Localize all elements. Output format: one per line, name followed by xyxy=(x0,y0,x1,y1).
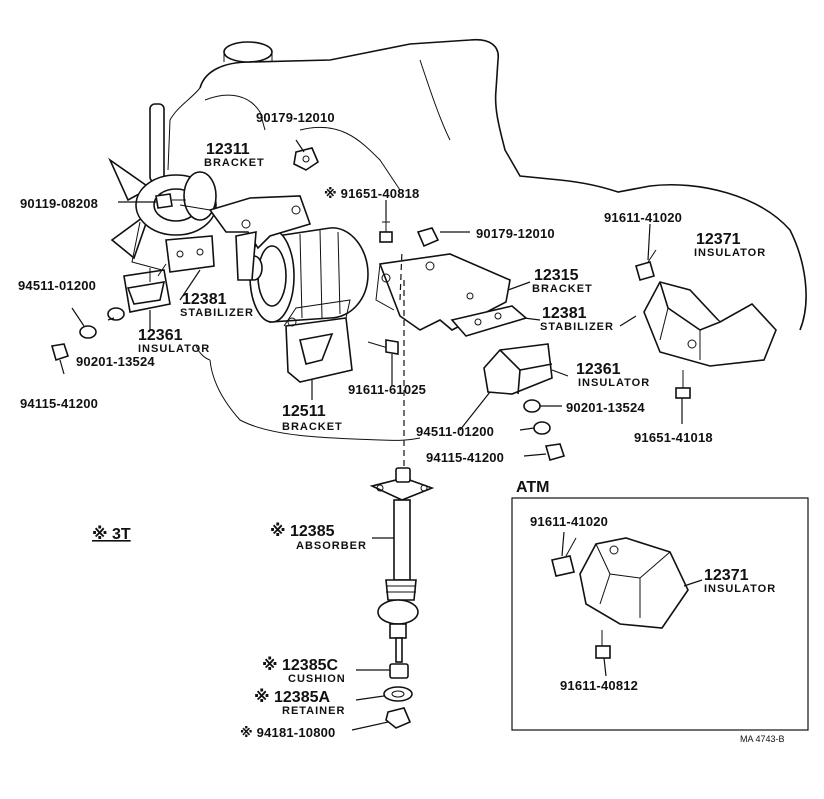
label-94181: ※ 94181-10800 xyxy=(240,725,335,740)
insulator-12371 xyxy=(643,281,777,367)
label-12361-left: 12361 xyxy=(138,327,183,344)
label-91611-61025: 91611-61025 xyxy=(348,382,426,397)
variant-mark-3t: ※ 3T xyxy=(92,525,131,543)
washer-90201-left xyxy=(107,307,125,321)
label-94115-left: 94115-41200 xyxy=(20,396,98,411)
label-atm-91611-40812: 91611-40812 xyxy=(560,678,638,693)
label-12385C-name: CUSHION xyxy=(288,673,346,685)
nut-94115-left xyxy=(50,343,70,362)
nut-94181 xyxy=(385,707,412,729)
bolt-91651-41018 xyxy=(675,370,691,399)
label-12385C: ※ 12385C xyxy=(262,656,338,674)
label-91651-41018: 91651-41018 xyxy=(634,430,713,445)
label-12311-name: BRACKET xyxy=(204,157,265,169)
insulator-12361-right xyxy=(483,343,553,395)
absorber-12385 xyxy=(369,467,435,663)
atm-insulator-12371 xyxy=(579,537,689,629)
oil-filler-cap xyxy=(223,41,273,63)
leader-lines xyxy=(59,139,703,731)
label-91611-41020: 91611-41020 xyxy=(604,210,682,225)
label-91651-40818: ※ 91651-40818 xyxy=(324,186,419,201)
label-12381-right-name: STABILIZER xyxy=(540,321,614,333)
washer-94511-left xyxy=(79,325,97,339)
label-atm-12371: 12371 xyxy=(704,567,749,584)
bolt-91611-41020 xyxy=(635,249,657,281)
insulator-12361-left xyxy=(123,263,171,313)
engine-block-outline xyxy=(167,38,807,441)
label-12381-right: 12381 xyxy=(542,305,587,322)
footer-code: MA 4743-B xyxy=(740,734,785,744)
label-12315: 12315 xyxy=(534,267,579,284)
label-12361-right-name: INSULATOR xyxy=(578,377,650,389)
bolt-91651-40818 xyxy=(379,220,393,243)
label-12511-name: BRACKET xyxy=(282,421,343,433)
label-12371-name: INSULATOR xyxy=(694,247,766,259)
part-labels: 90179-12010 12311 BRACKET ※ 91651-40818 … xyxy=(18,110,785,744)
fan-pulley-assembly xyxy=(108,103,217,271)
fasteners xyxy=(50,147,691,461)
label-90201-right: 90201-13524 xyxy=(566,400,645,415)
label-90179-top: 90179-12010 xyxy=(256,110,335,125)
label-12385: ※ 12385 xyxy=(270,522,335,540)
label-12381-left: 12381 xyxy=(182,291,227,308)
label-12381-left-name: STABILIZER xyxy=(180,307,254,319)
nut-94115-right xyxy=(544,443,566,461)
retainer-12385A xyxy=(383,686,413,702)
label-12511: 12511 xyxy=(282,403,326,420)
nut-90179-top xyxy=(293,147,319,171)
washer-94511-right xyxy=(533,421,551,435)
cushion-12385C xyxy=(389,663,409,679)
label-94511-right: 94511-01200 xyxy=(416,424,494,439)
bolt-91611-61025 xyxy=(367,339,399,355)
label-90201-left: 90201-13524 xyxy=(76,354,155,369)
assembly-lines xyxy=(399,249,405,472)
label-94511-left: 94511-01200 xyxy=(18,278,96,293)
stabilizer-12381-left xyxy=(165,235,215,273)
label-90179-mid: 90179-12010 xyxy=(476,226,555,241)
label-90119: 90119-08208 xyxy=(20,196,98,211)
label-atm-91611-41020: 91611-41020 xyxy=(530,514,608,529)
label-12361-right: 12361 xyxy=(576,361,621,378)
atm-title: ATM xyxy=(516,479,549,496)
bracket-12311 xyxy=(179,195,312,281)
bracket-12315 xyxy=(375,253,511,331)
atm-bolt-91611-41020 xyxy=(551,537,577,577)
label-12311: 12311 xyxy=(206,141,250,158)
label-12385-name: ABSORBER xyxy=(296,540,367,552)
nut-90179-mid xyxy=(416,227,440,248)
label-12385A: ※ 12385A xyxy=(254,688,330,706)
label-94115-right: 94115-41200 xyxy=(426,450,504,465)
label-atm-12371-name: INSULATOR xyxy=(704,583,776,595)
label-12361-left-name: INSULATOR xyxy=(138,343,210,355)
washer-90201-right xyxy=(523,399,541,413)
atm-box xyxy=(511,497,809,731)
bracket-12511 xyxy=(283,299,353,383)
atm-bolt-91611-40812 xyxy=(595,630,611,659)
label-12315-name: BRACKET xyxy=(532,283,593,295)
bolt-90119 xyxy=(155,193,186,209)
label-12371: 12371 xyxy=(696,231,741,248)
label-12385A-name: RETAINER xyxy=(282,705,345,717)
